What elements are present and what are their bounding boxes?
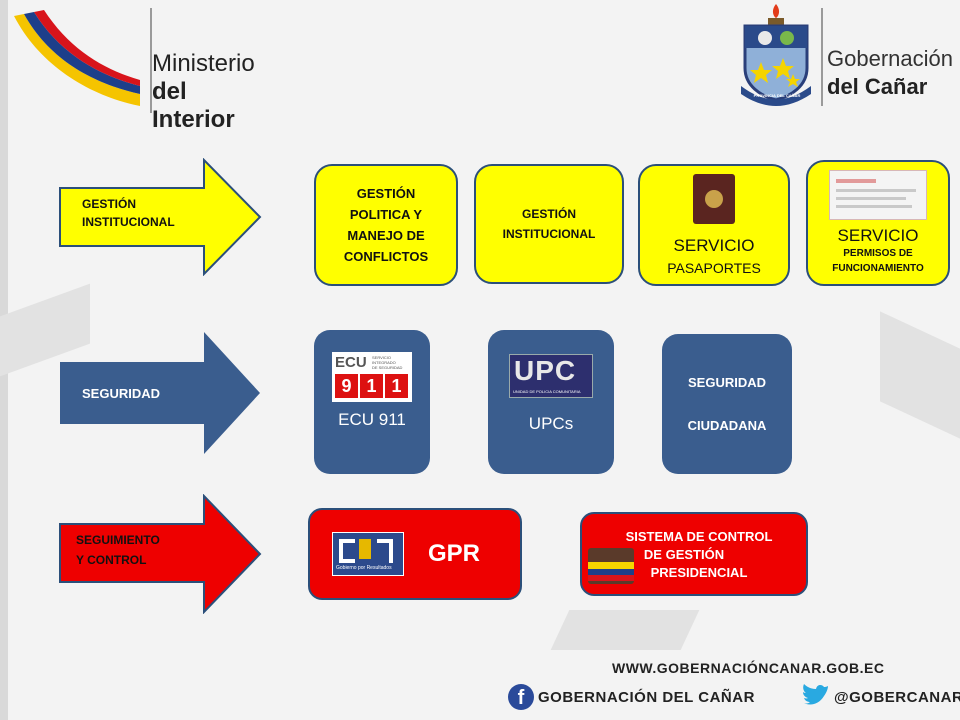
box-label: ECU 911: [338, 410, 406, 429]
seal-caption: PROVINCIA DEL CAÑAR: [753, 93, 801, 98]
box-servicio-permisos: SERVICIO PERMISOS DE FUNCIONAMIENTO: [806, 160, 950, 286]
box-subtitle-line2: FUNCIONAMIENTO: [832, 263, 924, 274]
arrow-gestion-institucional: GESTIÓN INSTITUCIONAL: [58, 158, 262, 276]
box-text: SEGURIDAD: [687, 375, 766, 390]
arrow-seguimiento-control: SEGUIMIENTO Y CONTROL: [58, 494, 262, 614]
gobernacion-name-line1: Gobernación: [827, 46, 953, 71]
footer-website: WWW.GOBERNACIÓNCANAR.GOB.EC: [612, 660, 885, 676]
arrow-label-line1: GESTIÓN: [82, 197, 137, 211]
box-text: MANEJO DE: [347, 228, 425, 243]
box-text: PRESIDENCIAL: [650, 564, 748, 580]
ecu911-digit: 9: [335, 374, 358, 398]
box-gestion-institucional: GESTIÓN INSTITUCIONAL: [474, 164, 624, 284]
box-gestion-politica: GESTIÓN POLITICA Y MANEJO DE CONFLICTOS: [314, 164, 458, 286]
box-label: UPCs: [528, 414, 574, 433]
twitter-icon: [800, 682, 830, 710]
box-sistema-control: SISTEMA DE CONTROL DE GESTIÓN PRESIDENCI…: [580, 512, 808, 596]
upc-logo: UPC UNIDAD DE POLICIA COMUNITARIA: [509, 354, 593, 398]
ecu911-digit: 1: [360, 374, 383, 398]
ministerio-name-line1: Ministerio: [152, 50, 255, 77]
ministerio-logo: Ministerio del Interior: [10, 6, 270, 133]
ecu911-logo-small: SERVICIO: [372, 355, 392, 360]
box-text: DE GESTIÓN: [643, 546, 725, 562]
box-text: POLITICA Y: [349, 207, 423, 222]
arrow-label-line2: INSTITUCIONAL: [82, 215, 175, 229]
box-text: SISTEMA DE CONTROL: [625, 528, 773, 544]
box-ecu911: ECU SERVICIO INTEGRADO DE SEGURIDAD 9 1 …: [314, 330, 430, 474]
ecu911-logo-text: ECU: [335, 354, 367, 371]
logo-divider: [821, 8, 823, 106]
box-text: GESTIÓN: [521, 207, 576, 221]
permits-document-icon: [829, 170, 927, 220]
facebook-icon: f: [508, 684, 534, 710]
logo-divider: [150, 8, 152, 113]
presidential-image: [588, 548, 634, 584]
box-text: CIUDADANA: [687, 418, 767, 433]
ecu911-logo: ECU SERVICIO INTEGRADO DE SEGURIDAD 9 1 …: [332, 352, 412, 402]
passport-icon: [693, 174, 735, 224]
gobernacion-logo: PROVINCIA DEL CAÑAR Gobernación del Caña…: [735, 2, 957, 114]
box-text: CONFLICTOS: [343, 249, 429, 264]
box-title: SERVICIO: [837, 226, 919, 245]
box-gpr: Gobierno por Resultados GPR: [308, 508, 522, 600]
background-shape: [550, 610, 700, 650]
ministerio-name-line2: del Interior: [152, 78, 235, 133]
gpr-logo-caption: Gobierno por Resultados: [336, 565, 392, 571]
ecu911-logo-small: INTEGRADO: [372, 360, 396, 365]
box-seguridad-ciudadana: SEGURIDAD CIUDADANA: [662, 334, 792, 474]
box-label: GPR: [428, 540, 481, 567]
box-text: INSTITUCIONAL: [502, 227, 596, 241]
ecu911-digit: 1: [385, 374, 408, 398]
provincial-seal-icon: [741, 4, 811, 106]
arrow-label-line2: Y CONTROL: [76, 553, 147, 567]
box-servicio-pasaportes: SERVICIO PASAPORTES: [638, 164, 790, 286]
arrow-seguridad: SEGURIDAD: [58, 330, 262, 456]
upc-logo-caption: UNIDAD DE POLICIA COMUNITARIA: [513, 389, 581, 394]
background-shape: [880, 311, 960, 439]
arrow-label-line1: SEGUIMIENTO: [76, 533, 160, 547]
box-subtitle: PASAPORTES: [667, 260, 761, 276]
arrow-label-line1: SEGURIDAD: [82, 386, 161, 401]
box-upc: UPC UNIDAD DE POLICIA COMUNITARIA UPCs: [488, 330, 614, 474]
box-title: SERVICIO: [673, 236, 755, 255]
upc-logo-text: UPC: [514, 355, 577, 386]
footer-facebook: GOBERNACIÓN DEL CAÑAR: [538, 689, 755, 706]
ecu911-logo-small: DE SEGURIDAD: [372, 365, 403, 370]
box-text: GESTIÓN: [356, 186, 416, 201]
gobernacion-name-line2: del Cañar: [827, 74, 928, 99]
gpr-logo: Gobierno por Resultados: [332, 532, 404, 576]
box-subtitle-line1: PERMISOS DE: [843, 248, 913, 259]
ministerio-swoosh-icon: [14, 10, 140, 106]
footer-twitter: @GOBERCANAR: [834, 689, 960, 706]
